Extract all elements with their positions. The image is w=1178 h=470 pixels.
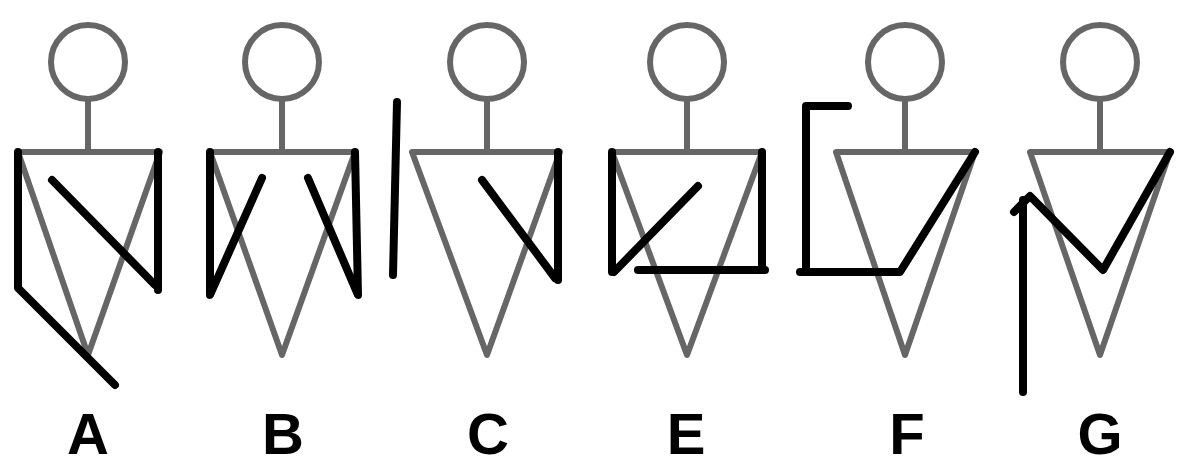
figure-letter: F (889, 405, 924, 463)
stroke-set (612, 152, 765, 272)
stroke-set (1014, 152, 1170, 392)
figure-letter: C (467, 405, 509, 463)
stroke-set (393, 102, 558, 280)
figure-outline (412, 25, 560, 355)
grey-figures (18, 25, 1170, 355)
stroke-set (18, 152, 158, 385)
figure-letter: E (667, 405, 706, 463)
stroke-set (800, 106, 975, 272)
figure-letter: B (262, 405, 304, 463)
figure-letter: G (1077, 405, 1122, 463)
black-strokes (18, 102, 1170, 392)
figure-outline (612, 25, 762, 355)
stroke-set (210, 152, 358, 295)
figure-outline (210, 25, 355, 355)
figure-letter: A (67, 405, 109, 463)
